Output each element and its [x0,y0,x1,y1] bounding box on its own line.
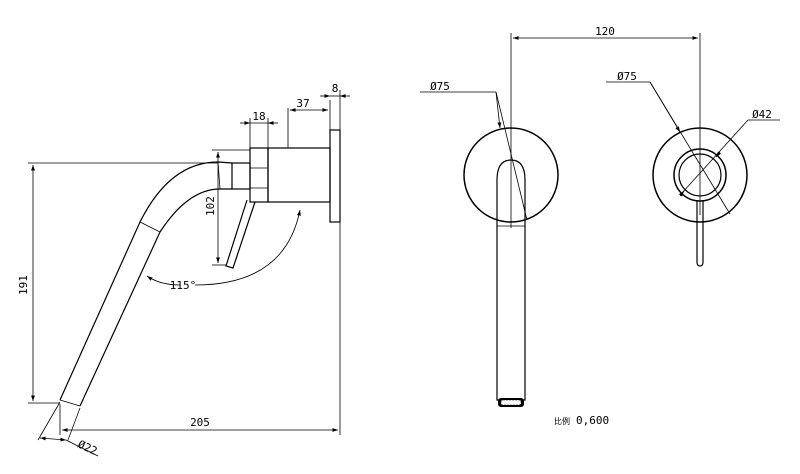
mixer-body-inner [678,153,722,197]
dim-body-width: 18 [252,110,265,123]
dim-plate-thickness: 8 [332,82,339,95]
lever-front [696,200,704,267]
dim-overall-length: 205 [190,416,210,429]
mixer-body [267,147,331,203]
spout-plate [463,127,559,223]
dim-mixer-body-diameter: Ø42 [752,108,772,121]
scale-label: 比例 [554,416,570,426]
dim-height: 191 [17,275,30,295]
spout-inner [79,188,232,407]
dim-mixer-plate-diameter: Ø75 [617,70,637,83]
dim-spout-plate-diameter: Ø75 [430,80,450,93]
mixer-plate [652,127,748,223]
dim-lever-offset: 102 [204,196,217,216]
side-view: 205 191 102 18 37 8 Ø22 [17,82,350,458]
spout-connector [231,162,251,190]
dim-spout-angle: 115° [170,279,197,292]
dim-body-to-wall: 37 [296,97,309,110]
dim-centres: 120 [595,25,615,38]
lever [225,199,256,269]
angle-arc [146,275,181,286]
front-view: 120 Ø75 Ø75 Ø42 比例 0,600 [420,25,780,427]
wall-plate [329,129,341,223]
body-ring [249,147,269,203]
mixer-body-outer [673,148,727,202]
scale-value: 0,600 [576,414,609,427]
spout-outer [59,161,233,401]
